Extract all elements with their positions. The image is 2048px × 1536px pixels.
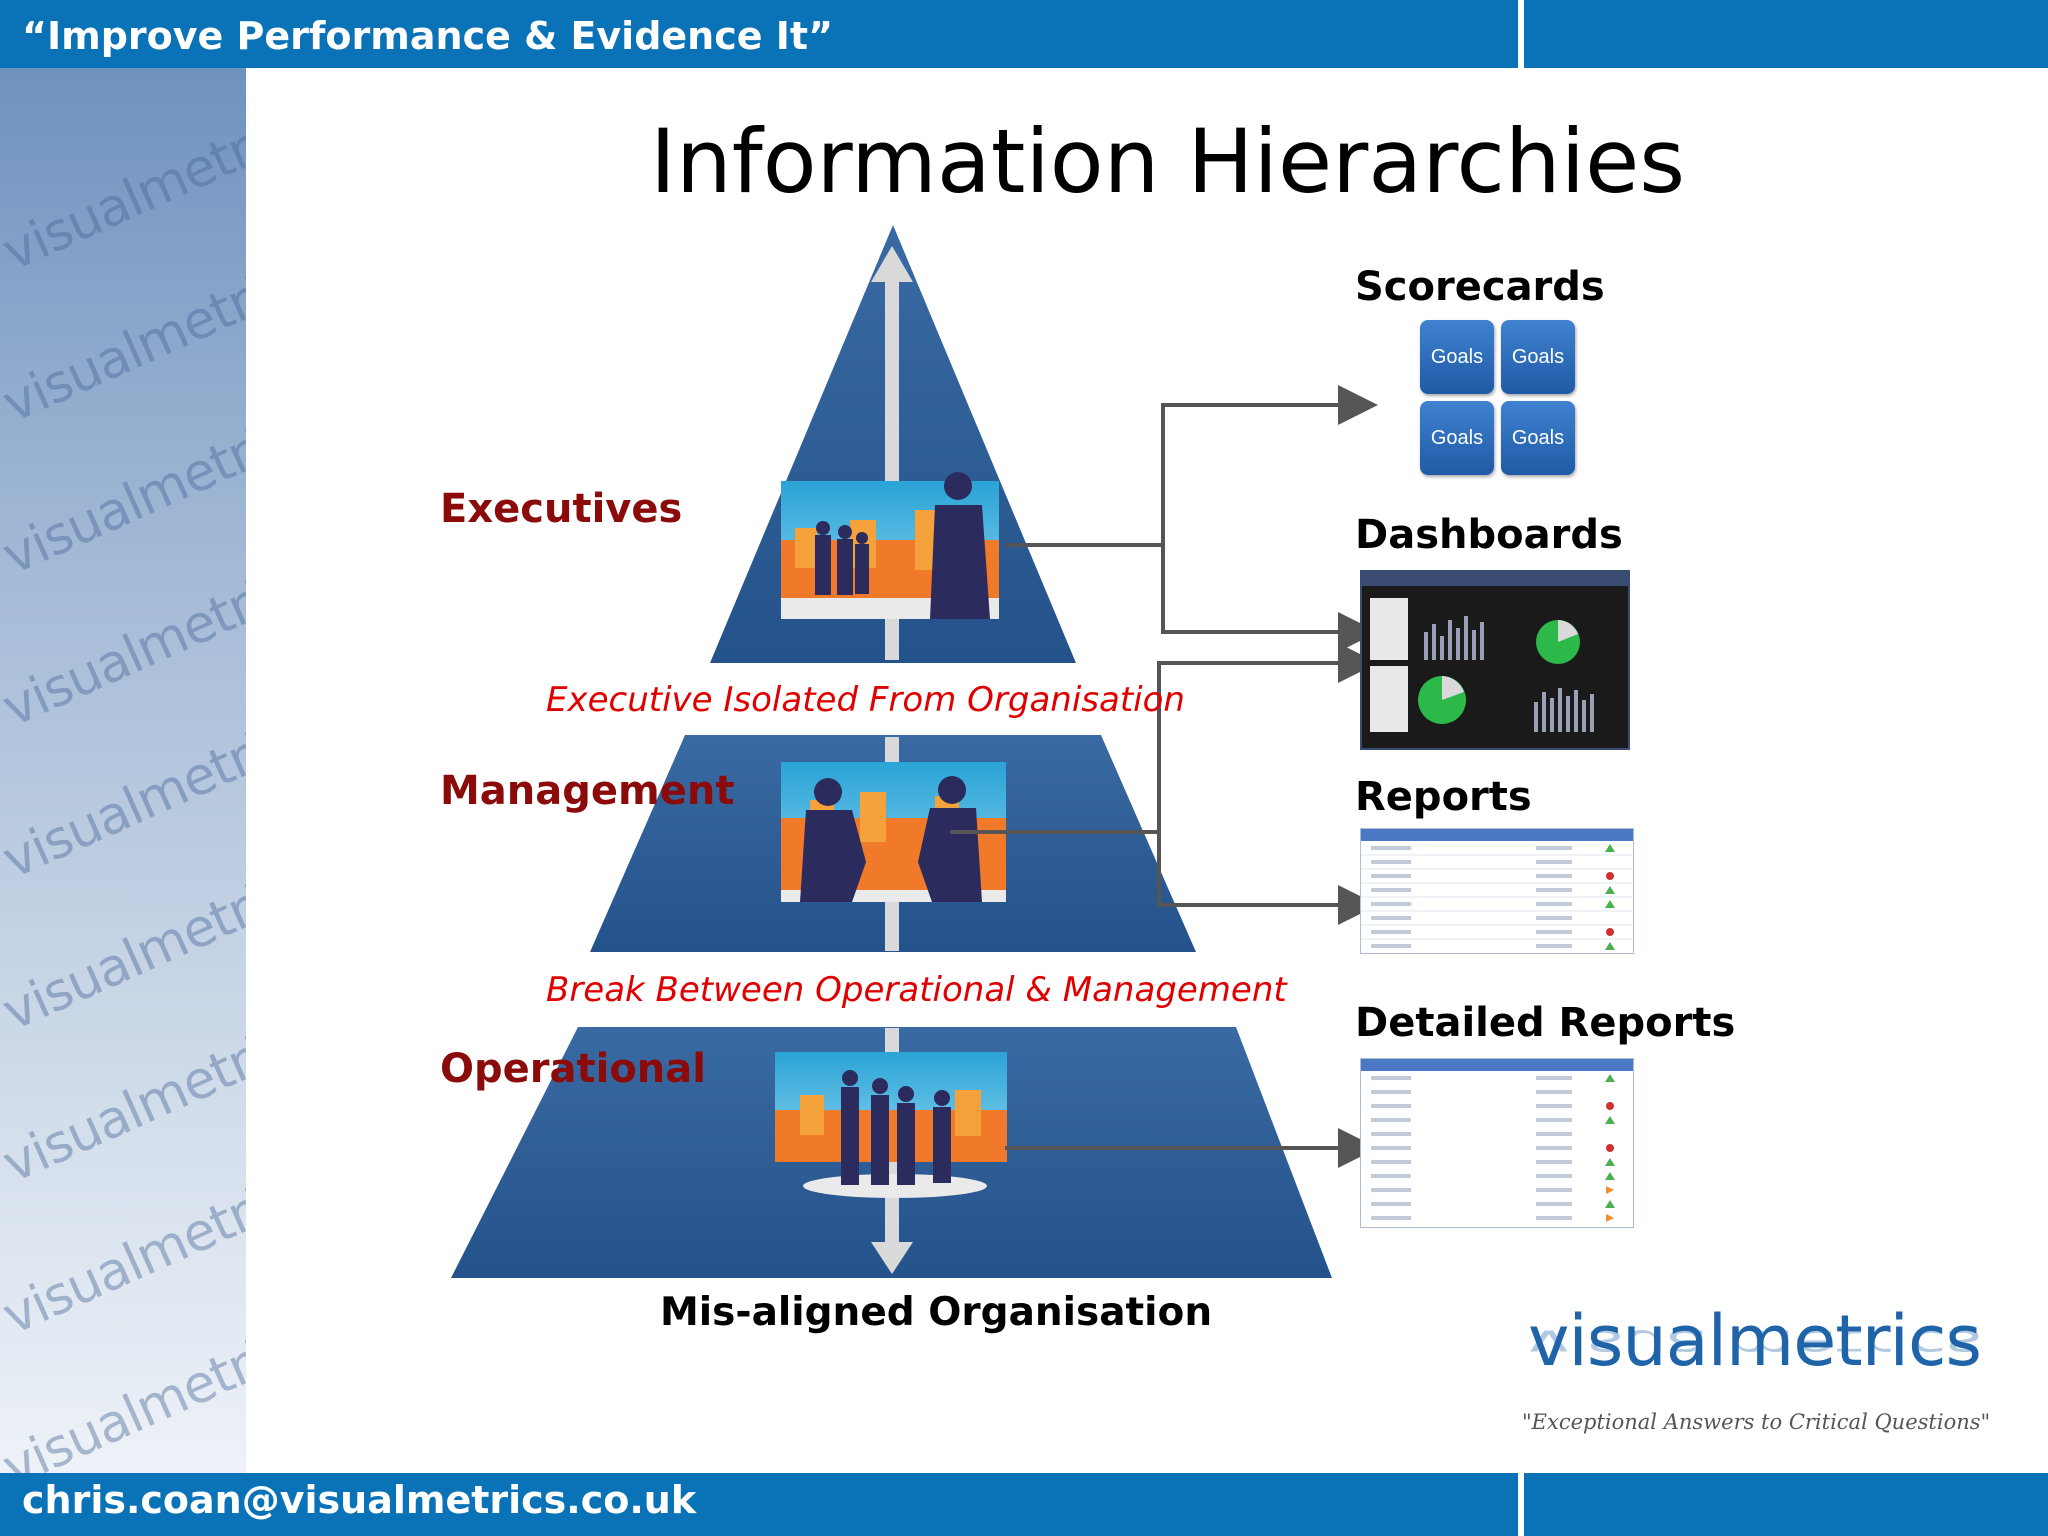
executives-illustration [781, 472, 999, 619]
level-executives: Executives [440, 486, 683, 532]
report-table-graphic [1361, 829, 1633, 950]
level-management: Management [440, 768, 735, 814]
header-bar [0, 0, 1518, 68]
dashboard-thumbnail [1360, 570, 1630, 750]
diagram-caption: Mis-aligned Organisation [660, 1290, 1213, 1335]
reports-heading: Reports [1355, 774, 1532, 820]
report-thumbnail [1360, 828, 1634, 954]
goal-tile: Goals [1420, 320, 1494, 394]
footer-divider [1518, 1473, 1524, 1536]
dashboard-preview-graphic [1362, 572, 1628, 732]
note-operational-break: Break Between Operational & Management [546, 970, 1287, 1010]
connector-lines [950, 385, 1378, 1168]
logo-tagline: "Exceptional Answers to Critical Questio… [1522, 1410, 1991, 1434]
header-tagline: “Improve Performance & Evidence It” [22, 14, 834, 58]
detailed-report-table-graphic [1361, 1059, 1633, 1222]
detailed-reports-heading: Detailed Reports [1355, 1000, 1736, 1046]
visualmetrics-logo-reflection: visualmetrics [1528, 1320, 1981, 1366]
level-operational: Operational [440, 1046, 706, 1092]
operational-illustration [775, 1052, 1007, 1198]
goal-tile: Goals [1501, 320, 1575, 394]
sidebar-watermark-panel: visualmetrics visualmetrics visualmetric… [0, 68, 246, 1473]
scorecards-heading: Scorecards [1355, 264, 1605, 310]
note-executive-isolated: Executive Isolated From Organisation [546, 680, 1185, 720]
slide-title: Information Hierarchies [650, 110, 1686, 213]
detailed-report-thumbnail [1360, 1058, 1634, 1228]
up-arrow-icon [871, 246, 913, 282]
footer-email: chris.coan@visualmetrics.co.uk [22, 1478, 697, 1522]
goal-tile: Goals [1420, 401, 1494, 475]
footer-bar [0, 1473, 1518, 1536]
visualmetrics-logo: visualmetrics [1528, 1300, 1982, 1382]
dashboards-heading: Dashboards [1355, 512, 1623, 558]
down-arrow-icon [871, 1242, 913, 1274]
header-divider [1518, 0, 1524, 68]
header-bar-right [1524, 0, 2048, 68]
goal-tile: Goals [1501, 401, 1575, 475]
footer-bar-right [1524, 1473, 2048, 1536]
